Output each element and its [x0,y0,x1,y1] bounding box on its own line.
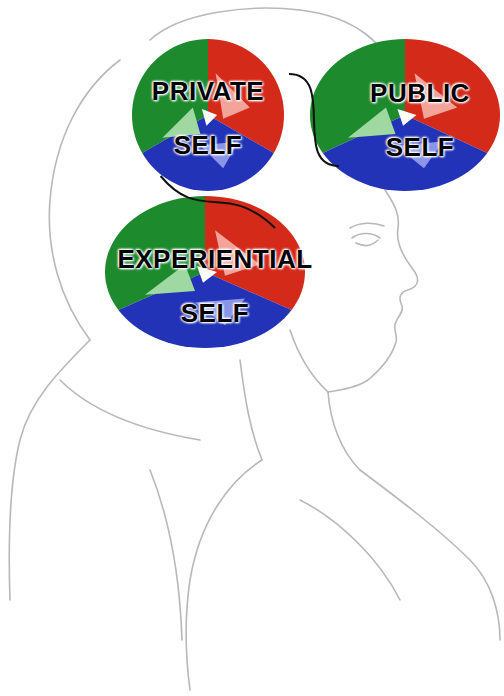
self-node-body: EXPERIENTIAL SELF [95,232,335,340]
self-node: PUBLIC SELF [341,64,499,176]
curved-connector [289,74,339,166]
self-node-body: PRIVATE SELF [129,64,287,172]
self-node: PRIVATE SELF [129,62,287,174]
self-node-body: PUBLIC SELF [341,66,499,174]
curved-connector [161,176,275,228]
self-label: PUBLIC SELF [341,66,499,174]
self-node: EXPERIENTIAL SELF [95,230,335,342]
self-label: EXPERIENTIAL SELF [95,232,335,340]
self-label: PRIVATE SELF [129,64,287,172]
